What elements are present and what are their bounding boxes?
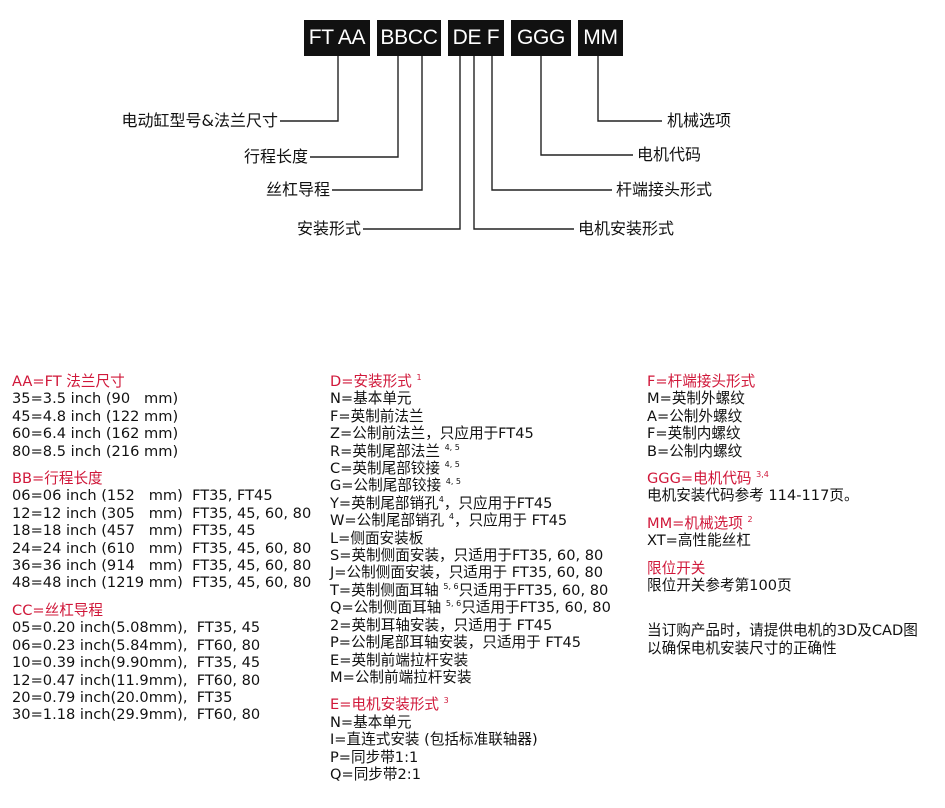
column-middle: D=安装形式 1 N=基本单元 F=英制前法兰 Z=公制前法兰，只应用于FT45… bbox=[330, 373, 611, 793]
list-item: 12=12 inch (305 mm) FT35, 45, 60, 80 bbox=[12, 504, 312, 522]
section-title: BB=行程长度 bbox=[12, 470, 103, 488]
callout-stroke: 行程长度 bbox=[243, 147, 308, 166]
section-title: E=电机安装形式 3 bbox=[330, 696, 449, 714]
list-item: S=英制侧面安装，只适用于FT35, 60, 80 bbox=[330, 547, 604, 565]
section-limit-switch: 限位开关 限位开关参考第100页 bbox=[647, 560, 918, 595]
list-item: F=英制内螺纹 bbox=[647, 425, 741, 443]
section-title: AA=FT 法兰尺寸 bbox=[12, 373, 125, 390]
callout-rod-end: 杆端接头形式 bbox=[616, 180, 713, 199]
section-title: F=杆端接头形式 bbox=[647, 373, 756, 390]
list-item: 06=0.23 inch(5.84mm), FT60, 80 bbox=[12, 636, 261, 654]
ordering-code-diagram: FT AA BBCC DE F GGG MM 电动缸型号&法兰尺寸 行程长度 丝… bbox=[0, 0, 945, 300]
list-item: 限位开关参考第100页 bbox=[647, 577, 792, 595]
section-title: 限位开关 bbox=[647, 559, 706, 577]
section-ggg: GGG=电机代码 3,4 电机安装代码参考 114-117页。 bbox=[647, 470, 918, 505]
note-line: 以确保电机安装尺寸的正确性 bbox=[647, 639, 837, 657]
code-part-ft-aa: FT AA bbox=[304, 20, 370, 56]
list-item: J=公制侧面安装，只适用于 FT35, 60, 80 bbox=[330, 564, 604, 582]
callout-motor-code: 电机代码 bbox=[637, 145, 702, 164]
list-item: T=英制侧面耳轴 5, 6只适用于FT35, 60, 80 bbox=[330, 581, 609, 599]
section-cc: CC=丝杠导程 05=0.20 inch(5.08mm), FT35, 45 0… bbox=[12, 602, 311, 724]
list-item: XT=高性能丝杠 bbox=[647, 532, 751, 550]
section-aa: AA=FT 法兰尺寸 35=3.5 inch (90 mm) 45=4.8 in… bbox=[12, 373, 311, 460]
section-f: F=杆端接头形式 M=英制外螺纹 A=公制外螺纹 F=英制内螺纹 B=公制内螺纹 bbox=[647, 373, 918, 460]
list-item: Z=公制前法兰，只应用于FT45 bbox=[330, 425, 534, 443]
list-item: 24=24 inch (610 mm) FT35, 45, 60, 80 bbox=[12, 539, 312, 557]
leader-mount bbox=[363, 56, 461, 230]
list-item: 80=8.5 inch (216 mm) bbox=[12, 442, 179, 460]
list-item: F=英制前法兰 bbox=[330, 407, 424, 425]
list-item: Y=英制尾部销孔4，只应用于FT45 bbox=[330, 494, 553, 512]
code-part-mm: MM bbox=[578, 20, 623, 56]
list-item: R=英制尾部法兰 4, 5 bbox=[330, 442, 460, 460]
leader-stroke bbox=[310, 56, 399, 158]
callout-motor-mount: 电机安装形式 bbox=[578, 219, 675, 238]
list-item: P=公制尾部耳轴安装，只适用于 FT45 bbox=[330, 634, 582, 652]
list-item: 2=英制耳轴安装，只适用于 FT45 bbox=[330, 616, 553, 634]
list-item: B=公制内螺纹 bbox=[647, 442, 743, 460]
list-item: M=公制前端拉杆安装 bbox=[330, 668, 472, 686]
list-item: L=侧面安装板 bbox=[330, 529, 424, 547]
leader-motor-mount bbox=[473, 56, 574, 230]
column-right: F=杆端接头形式 M=英制外螺纹 A=公制外螺纹 F=英制内螺纹 B=公制内螺纹… bbox=[647, 373, 918, 657]
list-item: W=公制尾部销孔 4，只应用于 FT45 bbox=[330, 512, 568, 530]
section-title: GGG=电机代码 3,4 bbox=[647, 470, 769, 488]
list-item: P=同步带1:1 bbox=[330, 748, 419, 766]
leader-lines bbox=[280, 56, 662, 230]
list-item: 45=4.8 inch (122 mm) bbox=[12, 407, 179, 425]
leader-rod-end bbox=[491, 56, 612, 191]
list-item: 60=6.4 inch (162 mm) bbox=[12, 425, 179, 443]
list-item: 30=1.18 inch(29.9mm), FT60, 80 bbox=[12, 706, 261, 724]
list-item: 10=0.39 inch(9.90mm), FT35, 45 bbox=[12, 654, 261, 672]
leader-motor-code bbox=[540, 56, 633, 156]
list-item: G=公制尾部铰接 4, 5 bbox=[330, 477, 462, 495]
section-mm: MM=机械选项 2 XT=高性能丝杠 bbox=[647, 515, 918, 550]
section-d: D=安装形式 1 N=基本单元 F=英制前法兰 Z=公制前法兰，只应用于FT45… bbox=[330, 373, 611, 686]
list-item: N=基本单元 bbox=[330, 390, 412, 408]
callout-flange: 电动缸型号&法兰尺寸 bbox=[121, 111, 278, 130]
callout-mech-option: 机械选项 bbox=[667, 111, 732, 130]
list-item: 05=0.20 inch(5.08mm), FT35, 45 bbox=[12, 619, 261, 637]
list-item: 12=0.47 inch(11.9mm), FT60, 80 bbox=[12, 671, 261, 689]
list-item: N=基本单元 bbox=[330, 713, 412, 731]
list-item: A=公制外螺纹 bbox=[647, 407, 743, 425]
list-item: Q=公制侧面耳轴 5, 6只适用于FT35, 60, 80 bbox=[330, 599, 611, 617]
list-item: 36=36 inch (914 mm) FT35, 45, 60, 80 bbox=[12, 557, 312, 575]
order-note: 当订购产品时，请提供电机的3D及CAD图 以确保电机安装尺寸的正确性 bbox=[647, 622, 918, 657]
code-part-bbcc: BBCC bbox=[377, 20, 441, 56]
section-title: CC=丝杠导程 bbox=[12, 601, 103, 619]
list-item: M=英制外螺纹 bbox=[647, 390, 745, 408]
list-item: 35=3.5 inch (90 mm) bbox=[12, 390, 179, 408]
list-item: I=直连式安装 (包括标准联轴器) bbox=[330, 731, 538, 749]
section-e: E=电机安装形式 3 N=基本单元 I=直连式安装 (包括标准联轴器) P=同步… bbox=[330, 696, 611, 783]
leader-flange bbox=[280, 56, 339, 122]
list-item: 48=48 inch (1219 mm) FT35, 45, 60, 80 bbox=[12, 574, 312, 592]
list-item: 18=18 inch (457 mm) FT35, 45 bbox=[12, 522, 256, 540]
note-line: 当订购产品时，请提供电机的3D及CAD图 bbox=[647, 622, 918, 640]
code-part-def: DE F bbox=[448, 20, 504, 56]
leader-mech-option bbox=[597, 56, 662, 122]
list-item: 06=06 inch (152 mm) FT35, FT45 bbox=[12, 487, 273, 505]
column-left: AA=FT 法兰尺寸 35=3.5 inch (90 mm) 45=4.8 in… bbox=[12, 373, 311, 734]
list-item: 电机安装代码参考 114-117页。 bbox=[647, 487, 859, 505]
section-bb: BB=行程长度 06=06 inch (152 mm) FT35, FT45 1… bbox=[12, 470, 311, 592]
code-part-ggg: GGG bbox=[511, 20, 571, 56]
list-item: E=英制前端拉杆安装 bbox=[330, 651, 469, 669]
list-item: C=英制尾部铰接 4, 5 bbox=[330, 460, 460, 478]
callout-mount: 安装形式 bbox=[296, 219, 361, 238]
list-item: 20=0.79 inch(20.0mm), FT35 bbox=[12, 688, 233, 706]
section-title: D=安装形式 1 bbox=[330, 373, 422, 390]
callout-lead: 丝杠导程 bbox=[265, 180, 330, 199]
section-title: MM=机械选项 2 bbox=[647, 514, 753, 532]
leader-lead bbox=[332, 56, 423, 191]
list-item: Q=同步带2:1 bbox=[330, 765, 421, 783]
